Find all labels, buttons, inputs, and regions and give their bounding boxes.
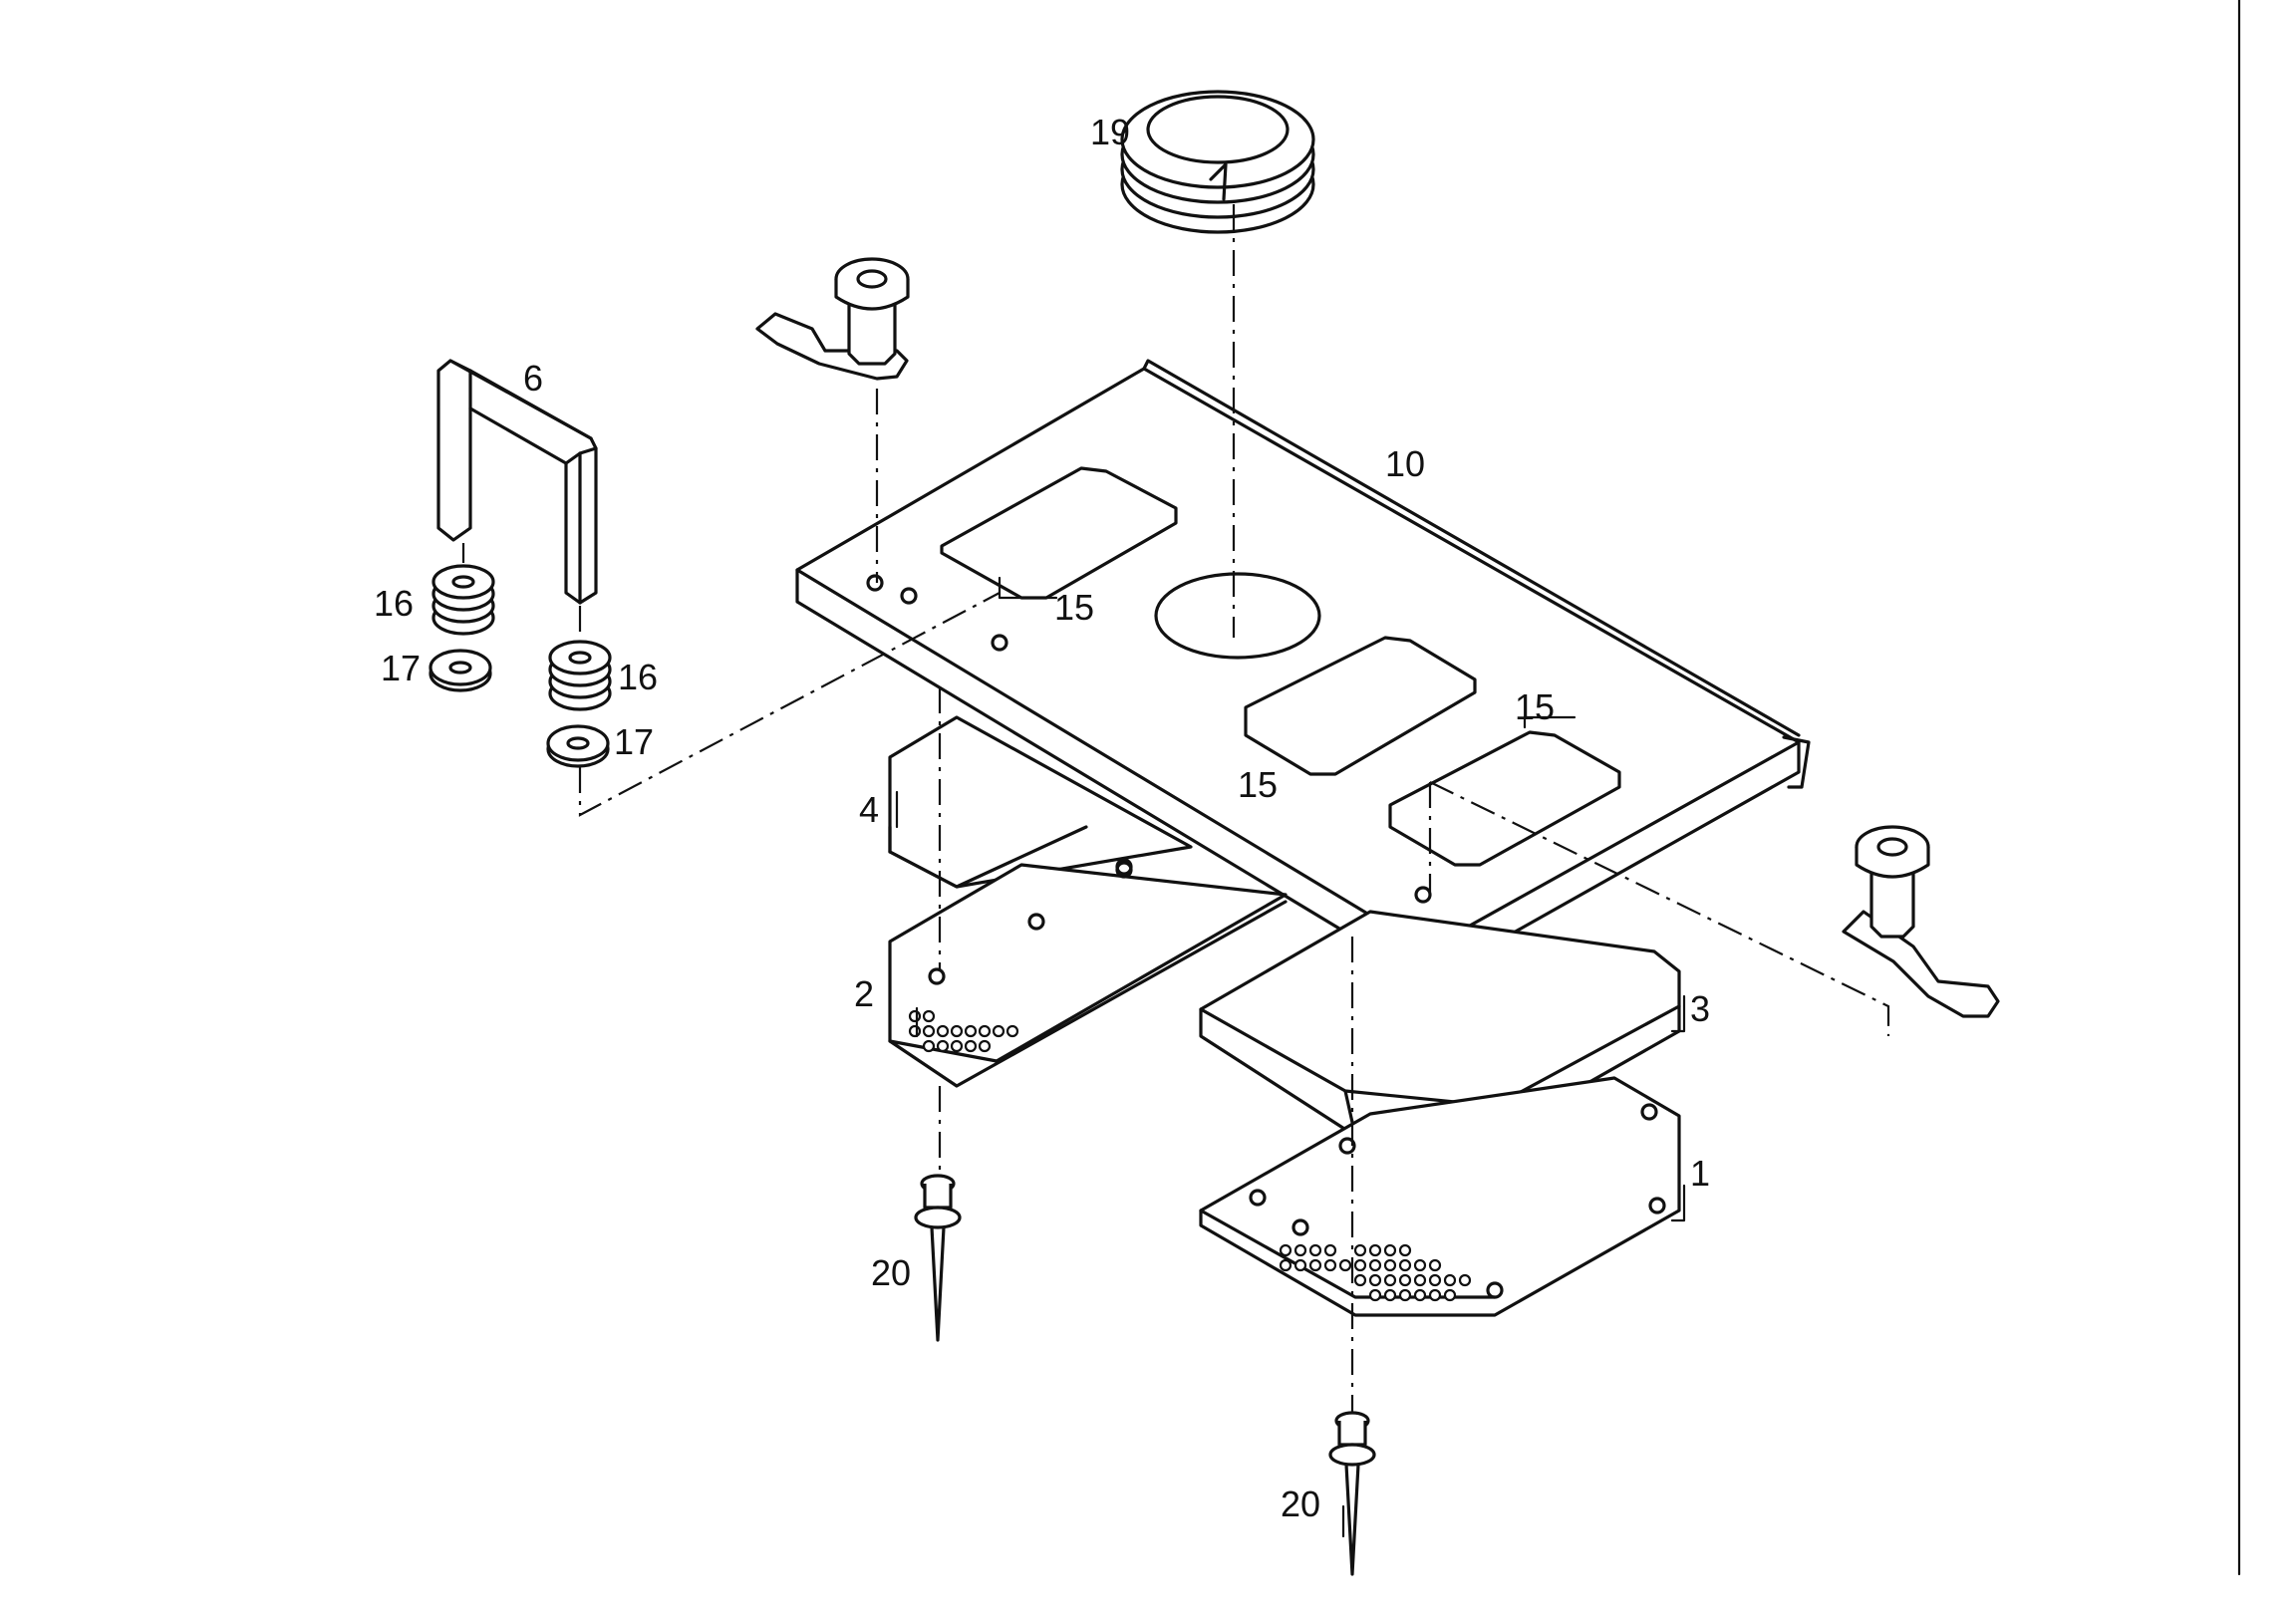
label-15-c: 15 [1238,764,1278,805]
spring-16-left [431,564,495,636]
label-17-left: 17 [381,648,421,688]
plate-2 [888,861,1288,1088]
washer-17-right [546,724,610,768]
label-20-right: 20 [1281,1483,1320,1524]
assembly-center-lines [461,204,1890,1413]
label-19: 19 [1090,112,1130,152]
label-20-left: 20 [871,1252,911,1293]
label-15-a: 15 [1054,587,1094,628]
label-2: 2 [854,973,874,1014]
spring-16-right [548,640,612,711]
label-1: 1 [1690,1153,1710,1194]
label-16-left: 16 [374,583,414,624]
part-labels: 19 6 10 15 15 15 16 17 16 17 4 2 3 1 20 … [374,112,1710,1524]
latch-screw-right [1842,825,2000,1018]
label-15-b: 15 [1515,686,1555,727]
latch-screw-left [755,257,910,381]
label-17-right: 17 [614,721,654,762]
plate-1 [1199,1076,1681,1317]
callout-leaders [895,576,1686,1538]
label-4: 4 [859,789,879,830]
rivet-20-left [914,1174,962,1342]
split-ring-19 [1120,90,1315,234]
main-plate-10 [795,359,1811,983]
washer-17-left [429,649,492,692]
plate-4 [888,715,1193,889]
label-6: 6 [523,358,543,399]
label-16-right: 16 [618,657,658,697]
hole-pattern-1 [1279,1243,1472,1302]
label-10: 10 [1385,443,1425,484]
u-bracket-6 [436,359,598,605]
rivet-20-right [1328,1411,1376,1576]
label-3: 3 [1690,988,1710,1029]
